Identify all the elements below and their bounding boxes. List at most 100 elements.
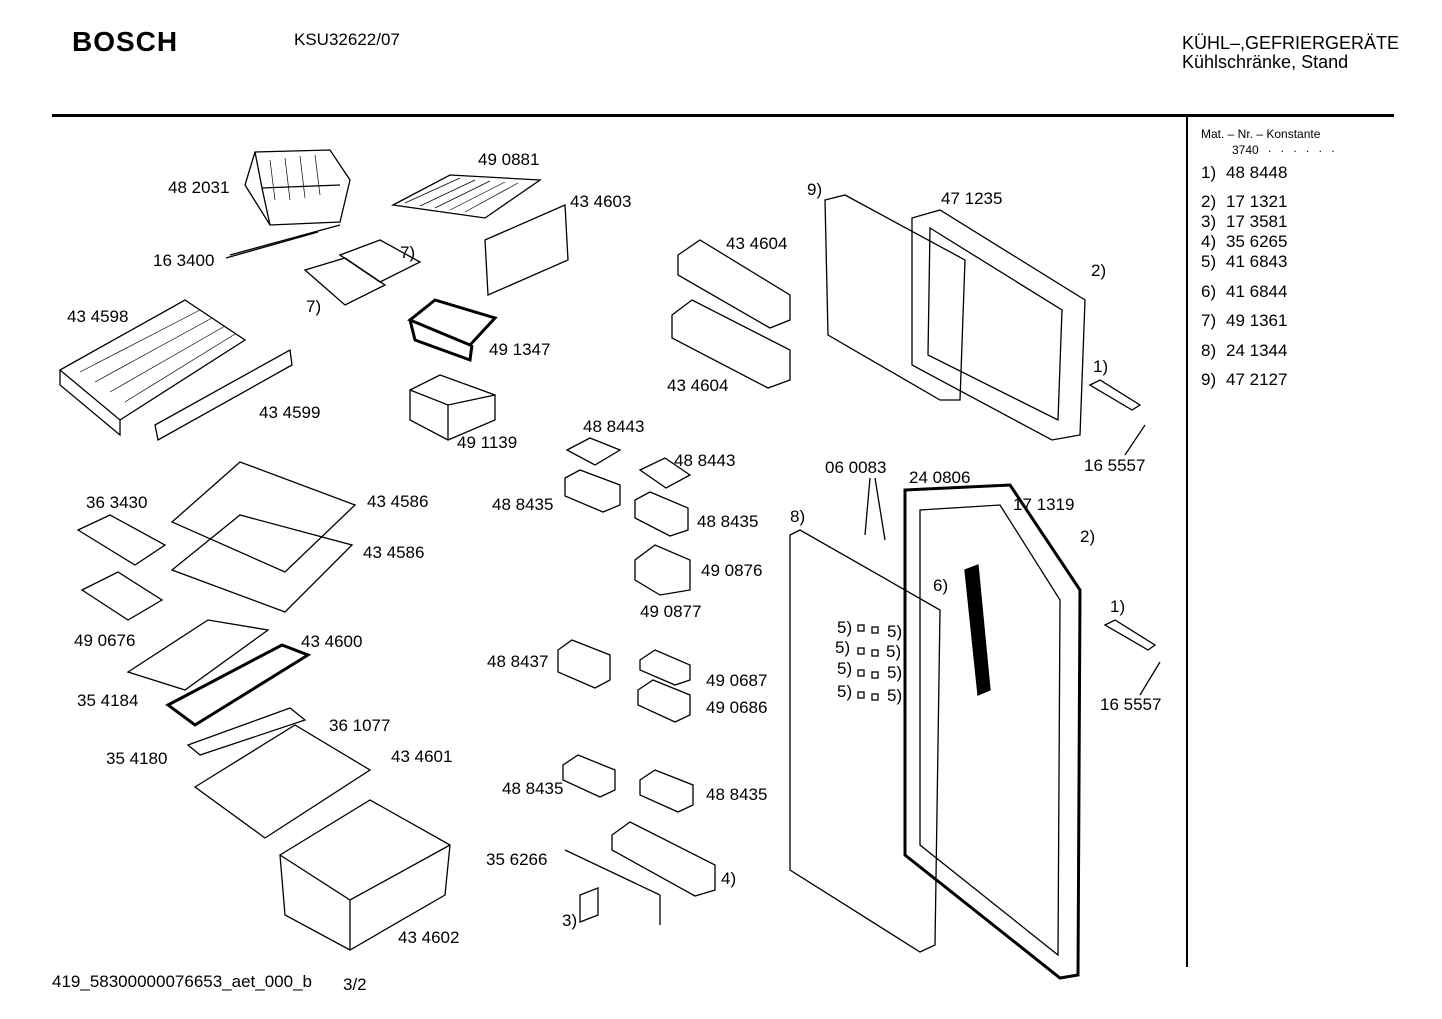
callout-label: 5)	[887, 686, 903, 705]
crisper-cover-drawing	[193, 724, 372, 839]
part-label: 16 3400	[153, 251, 215, 270]
part-label: 36 1077	[329, 716, 391, 735]
part-label: 43 4600	[301, 632, 363, 651]
callout-label: 7)	[306, 297, 322, 316]
leader-line	[864, 477, 871, 536]
part-label: 48 8435	[492, 495, 554, 514]
part-label: 49 1139	[457, 433, 518, 452]
part-label: 16 5557	[1100, 695, 1162, 714]
rod-drawing	[229, 224, 341, 256]
callout-label: 8)	[790, 507, 806, 526]
part-label: 36 3430	[86, 493, 148, 512]
legend-key: 3)	[1201, 212, 1217, 231]
holder-drawing	[634, 544, 691, 596]
small-box-drawing	[634, 491, 689, 537]
legend-part-number: 35 6265	[1226, 232, 1288, 251]
small-box-drawing	[637, 679, 691, 723]
grid-shelf-drawing	[390, 174, 542, 219]
callout-label: 5)	[835, 638, 851, 657]
part-label: 43 4602	[398, 928, 460, 947]
grille-drawing	[186, 707, 307, 756]
legend-dots: . . . . . .	[1268, 141, 1338, 155]
legend-item: 9) 47 2127	[1201, 370, 1287, 390]
callout-label: 9)	[807, 180, 823, 199]
part-label: 48 8435	[706, 785, 768, 804]
strip-drawing	[154, 348, 293, 442]
legend-key: 4)	[1201, 232, 1217, 251]
legend-part-number: 24 1344	[1226, 341, 1288, 360]
brand-logo: BOSCH	[72, 26, 179, 57]
small-box-drawing	[557, 639, 611, 689]
part-label: 43 4599	[259, 403, 321, 422]
fridge-gasket-drawing	[789, 529, 941, 953]
legend-constant: 3740	[1232, 143, 1259, 157]
part-label: 47 1235	[941, 189, 1003, 208]
part-label: 35 6266	[486, 850, 548, 869]
legend-item: 2)17 1321	[1201, 192, 1287, 212]
small-box-drawing	[564, 469, 621, 513]
legend-item: 5)41 6843	[1201, 252, 1287, 272]
part-label: 43 4604	[726, 234, 788, 253]
header-divider	[52, 114, 1394, 117]
part-label: 49 0877	[640, 602, 702, 621]
freezer-gasket-drawing	[824, 194, 966, 401]
part-label: 48 8435	[697, 512, 759, 531]
callout-label: 7)	[400, 243, 416, 262]
page-number: 3/2	[343, 975, 367, 994]
egg-tray-drawing	[638, 457, 692, 489]
part-label: 48 2031	[168, 178, 230, 197]
part-label: 49 0676	[74, 631, 136, 650]
fridge-door-inner-drawing	[919, 504, 1061, 957]
part-label: 43 4598	[67, 307, 129, 326]
rod-drawing	[225, 231, 319, 259]
callout-label: 1)	[1110, 597, 1126, 616]
category-title: KÜHL–,GEFRIERGERÄTE	[1182, 33, 1400, 53]
callout-label: 4)	[721, 869, 737, 888]
part-label: 48 8443	[583, 417, 645, 436]
freezer-insert-drawing	[244, 149, 351, 226]
ice-tray-drawing	[303, 257, 387, 306]
part-label: 43 4601	[391, 747, 453, 766]
legend-item: 4) 35 6265	[1201, 232, 1287, 252]
small-box-drawing	[639, 769, 694, 813]
legend-item: 1)48 8448	[1201, 163, 1287, 183]
legend-key: 6)	[1201, 282, 1217, 301]
callout-label: 2)	[1091, 261, 1107, 280]
legend-item: 3) 17 3581	[1201, 212, 1287, 232]
category-subtitle: Kühlschränke, Stand	[1182, 52, 1349, 72]
leader-line	[1124, 424, 1146, 456]
door-shelf-drawing	[671, 299, 791, 389]
callout-label: 5)	[887, 622, 903, 641]
part-label: 06 0083	[825, 458, 887, 477]
legend-item: 6) 41 6844	[1201, 282, 1287, 302]
bottle-shelf-drawing	[611, 821, 716, 897]
part-label: 35 4180	[106, 749, 168, 768]
freezer-door-drawing	[911, 209, 1086, 441]
legend-key: 9)	[1201, 370, 1217, 389]
tray-drawing	[407, 298, 498, 363]
drawing-id: 419_58300000076653_aet_000_b	[52, 972, 312, 991]
leader-line	[874, 477, 886, 541]
clip-drawing	[579, 887, 599, 923]
part-label: 48 8443	[674, 451, 736, 470]
part-label: 49 0881	[478, 150, 540, 169]
legend-part-number: 17 3581	[1226, 212, 1288, 231]
legend-item: 7)49 1361	[1201, 311, 1287, 331]
legend-item: 8) 24 1344	[1201, 341, 1287, 361]
cover-drawing	[126, 619, 270, 691]
handle-drawing	[1103, 619, 1157, 651]
crisper-drawer-drawing	[279, 799, 451, 951]
callout-label: 5)	[837, 618, 853, 637]
legend-part-number: 41 6844	[1226, 282, 1288, 301]
panel-drawing	[484, 204, 569, 296]
legend-divider	[1186, 117, 1188, 967]
part-label: 35 4184	[77, 691, 139, 710]
callout-label: 3)	[562, 911, 578, 930]
part-label: 49 0687	[706, 671, 768, 690]
fridge-door-drawing	[903, 483, 1082, 980]
part-label: 43 4604	[667, 376, 729, 395]
legend-part-number: 47 2127	[1226, 370, 1288, 389]
legend-part-number: 48 8448	[1226, 163, 1288, 182]
part-label: 48 8437	[487, 652, 549, 671]
legend-key: 8)	[1201, 341, 1217, 360]
